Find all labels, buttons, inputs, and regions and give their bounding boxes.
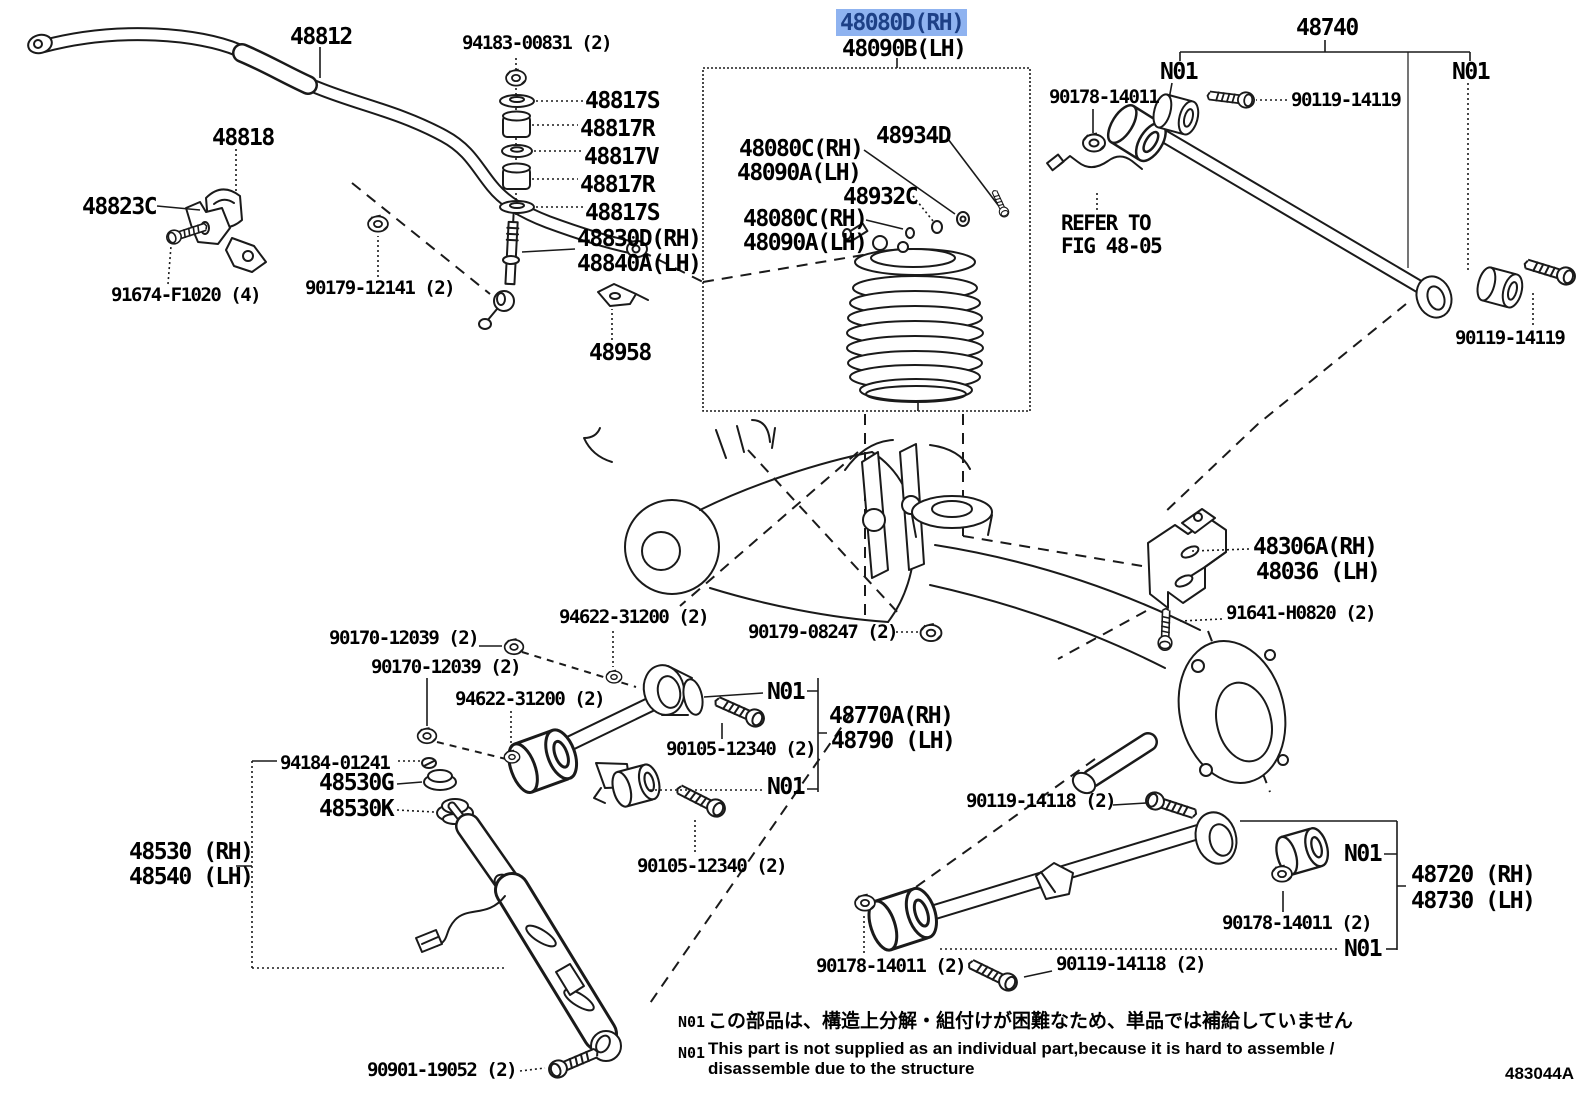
part-label-48090a-1[interactable]: 48090A(LH) — [737, 160, 862, 186]
part-label-n01-1: N01 — [1160, 59, 1199, 85]
stabilizer-hardware-art — [156, 58, 649, 340]
part-label-90179-12141[interactable]: 90179-12141 (2) — [305, 277, 456, 299]
axle-housing-art — [583, 419, 1289, 795]
part-label-48817r-1[interactable]: 48817R — [580, 116, 656, 142]
part-label-48817s-2[interactable]: 48817S — [585, 200, 661, 226]
part-label-90170-12039-2[interactable]: 90170-12039 (2) — [371, 656, 522, 678]
part-label-48090b[interactable]: 48090B(LH) — [842, 36, 967, 62]
part-label-90178-14011-right[interactable]: 90178-14011 (2) — [1222, 912, 1373, 934]
part-label-48740[interactable]: 48740 — [1296, 15, 1359, 41]
part-label-90105-12340-1[interactable]: 90105-12340 (2) — [666, 738, 817, 760]
upper-arm-art — [416, 631, 827, 855]
part-label-90170-12039-1[interactable]: 90170-12039 (2) — [329, 627, 480, 649]
part-label-94622-31200-1[interactable]: 94622-31200 (2) — [559, 606, 710, 628]
footnote-marker-en: N01 — [678, 1044, 706, 1062]
part-label-48932c[interactable]: 48932C — [843, 184, 919, 210]
part-label-48823c[interactable]: 48823C — [82, 194, 158, 220]
part-label-n01-2: N01 — [1452, 59, 1491, 85]
footnote-en-line-2: disassemble due to the structure — [708, 1059, 975, 1078]
part-label-48540[interactable]: 48540 (LH) — [129, 864, 254, 890]
part-label-90119-14119-top[interactable]: 90119-14119 — [1291, 89, 1402, 111]
part-label-48812[interactable]: 48812 — [290, 24, 353, 50]
part-label-48934d[interactable]: 48934D — [876, 123, 952, 149]
part-label-90105-12340-2[interactable]: 90105-12340 (2) — [637, 855, 788, 877]
part-label-48818[interactable]: 48818 — [212, 125, 275, 151]
part-label-48770a[interactable]: 48770A(RH) — [829, 703, 954, 729]
part-label-90119-14119-bot[interactable]: 90119-14119 — [1455, 327, 1566, 349]
track-bar-art — [1046, 40, 1579, 328]
part-label-refer-1: REFER TO — [1061, 211, 1152, 235]
footnote-text-en: This part is not supplied as an individu… — [708, 1039, 1334, 1079]
part-label-90119-14118-2[interactable]: 90119-14118 (2) — [1056, 953, 1207, 975]
part-label-48090a-2[interactable]: 48090A(LH) — [743, 230, 868, 256]
part-label-48306a[interactable]: 48306A(RH) — [1253, 534, 1378, 560]
mount-bracket-art — [1147, 508, 1250, 652]
part-label-n01-3: N01 — [767, 679, 806, 705]
part-label-48530k[interactable]: 48530K — [319, 796, 395, 822]
part-label-48080d[interactable]: 48080D(RH) — [836, 9, 968, 37]
part-label-90178-14011-bot[interactable]: 90178-14011 (2) — [816, 955, 967, 977]
part-label-48817s-1[interactable]: 48817S — [585, 88, 661, 114]
part-label-91641-h0820[interactable]: 91641-H0820 (2) — [1226, 602, 1377, 624]
footnote-text-jp: この部品は、構造上分解・組付けが困難なため、単品では補給していません — [708, 1010, 1353, 1032]
part-label-91674-f1020[interactable]: 91674-F1020 (4) — [111, 284, 262, 306]
part-label-90179-08247[interactable]: 90179-08247 (2) — [748, 621, 899, 643]
air-spring-box-art — [702, 58, 1031, 412]
part-label-48730[interactable]: 48730 (LH) — [1411, 888, 1536, 914]
footnote-en-line-1: This part is not supplied as an individu… — [708, 1039, 1335, 1058]
part-label-48530g[interactable]: 48530G — [319, 770, 395, 796]
part-label-n01-6: N01 — [1344, 936, 1383, 962]
part-label-48790[interactable]: 48790 (LH) — [831, 728, 956, 754]
part-label-48817v[interactable]: 48817V — [584, 144, 660, 170]
lower-arm-art — [854, 789, 1406, 995]
part-label-48830d[interactable]: 48830D(RH) — [577, 226, 702, 252]
part-label-90178-14011-top[interactable]: 90178-14011 — [1049, 86, 1160, 108]
part-label-n01-5: N01 — [1344, 841, 1383, 867]
part-label-94184-01241[interactable]: 94184-01241 — [280, 752, 391, 774]
part-label-refer-2: FIG 48-05 — [1061, 234, 1163, 258]
part-label-48036[interactable]: 48036 (LH) — [1256, 559, 1381, 585]
part-label-48817r-2[interactable]: 48817R — [580, 172, 656, 198]
part-label-48080c-1[interactable]: 48080C(RH) — [739, 136, 864, 162]
part-label-48720[interactable]: 48720 (RH) — [1411, 862, 1536, 888]
part-label-n01-4: N01 — [767, 774, 806, 800]
diagram-code: 483044A — [1505, 1064, 1575, 1083]
stabilizer-bar-art — [27, 27, 648, 258]
part-label-48958[interactable]: 48958 — [589, 340, 652, 366]
part-label-90119-14118-1[interactable]: 90119-14118 (2) — [966, 790, 1117, 812]
part-label-48080c-2[interactable]: 48080C(RH) — [743, 206, 868, 232]
footnote-marker-jp: N01 — [678, 1013, 706, 1031]
part-label-90901-19052[interactable]: 90901-19052 (2) — [367, 1059, 518, 1081]
part-label-94622-31200-2[interactable]: 94622-31200 (2) — [455, 688, 606, 710]
part-label-94183-00831[interactable]: 94183-00831 (2) — [462, 32, 613, 54]
part-label-48840a[interactable]: 48840A(LH) — [577, 251, 702, 277]
part-label-48530[interactable]: 48530 (RH) — [129, 839, 254, 865]
shock-absorber-art — [236, 757, 622, 1082]
